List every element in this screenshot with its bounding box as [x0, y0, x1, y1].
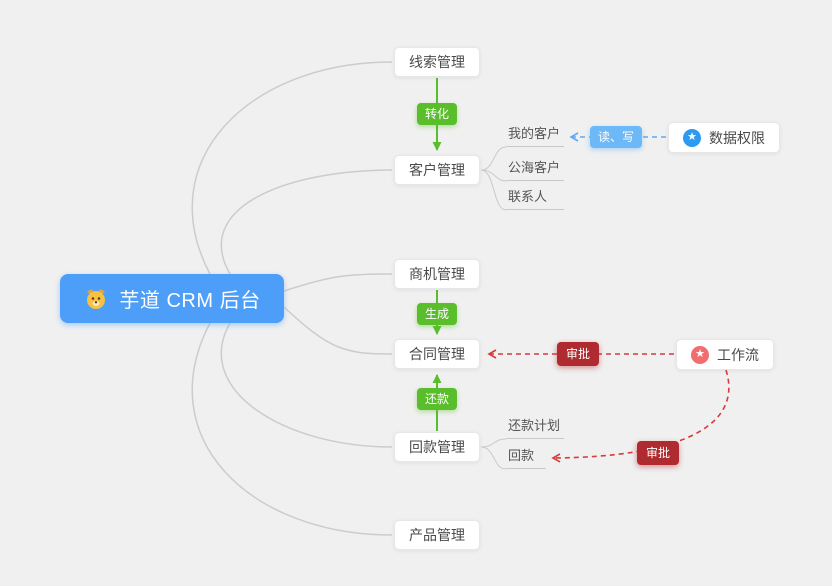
link-root-opportunities: [283, 273, 393, 292]
node-workflow-label: 工作流: [717, 346, 759, 363]
node-leads-label: 线索管理: [409, 54, 465, 70]
badge-convert: 转化: [416, 103, 458, 125]
link-payments-plan: [480, 438, 507, 448]
badge-repay: 还款: [416, 388, 458, 410]
node-contracts[interactable]: 合同管理: [394, 339, 480, 369]
link-root-contracts: [283, 306, 393, 355]
badge-approve-contract: 审批: [556, 342, 600, 366]
child-my-customers[interactable]: 我的客户: [506, 127, 564, 147]
link-customers-my: [480, 146, 507, 171]
arrow-approve-payment: [551, 369, 730, 463]
link-root-leads: [191, 61, 393, 275]
node-data-permission-label: 数据权限: [709, 129, 765, 146]
badge-generate: 生成: [416, 303, 458, 325]
link-root-payments: [220, 322, 393, 448]
badge-approve-payment: 审批: [636, 441, 680, 465]
node-workflow[interactable]: ★ 工作流: [676, 339, 774, 370]
child-public-customers[interactable]: 公海客户: [506, 161, 564, 181]
node-data-permission[interactable]: ★ 数据权限: [668, 122, 780, 153]
child-contacts[interactable]: 联系人: [506, 190, 564, 210]
link-customers-contacts: [480, 169, 507, 211]
node-opportunities-label: 商机管理: [409, 266, 465, 282]
child-repayment-plan[interactable]: 还款计划: [506, 419, 564, 439]
node-payments-label: 回款管理: [409, 439, 465, 455]
link-root-customers: [220, 169, 393, 275]
link-payments-received: [480, 446, 507, 470]
root-node-crm-backend[interactable]: 芋道 CRM 后台: [60, 274, 284, 323]
star-icon: ★: [683, 128, 701, 147]
node-customers[interactable]: 客户管理: [394, 155, 480, 185]
node-opportunities[interactable]: 商机管理: [394, 259, 480, 289]
node-products-label: 产品管理: [409, 527, 465, 543]
star-icon: ★: [691, 345, 709, 364]
root-label: 芋道 CRM 后台: [119, 290, 261, 312]
node-contracts-label: 合同管理: [409, 346, 465, 362]
node-customers-label: 客户管理: [409, 162, 465, 178]
badge-read-write: 读、写: [589, 126, 643, 148]
dog-icon: [83, 286, 109, 312]
node-payments[interactable]: 回款管理: [394, 432, 480, 462]
node-leads[interactable]: 线索管理: [394, 47, 480, 77]
link-root-products: [191, 322, 393, 536]
child-payment-received[interactable]: 回款: [506, 449, 546, 469]
node-products[interactable]: 产品管理: [394, 520, 480, 550]
